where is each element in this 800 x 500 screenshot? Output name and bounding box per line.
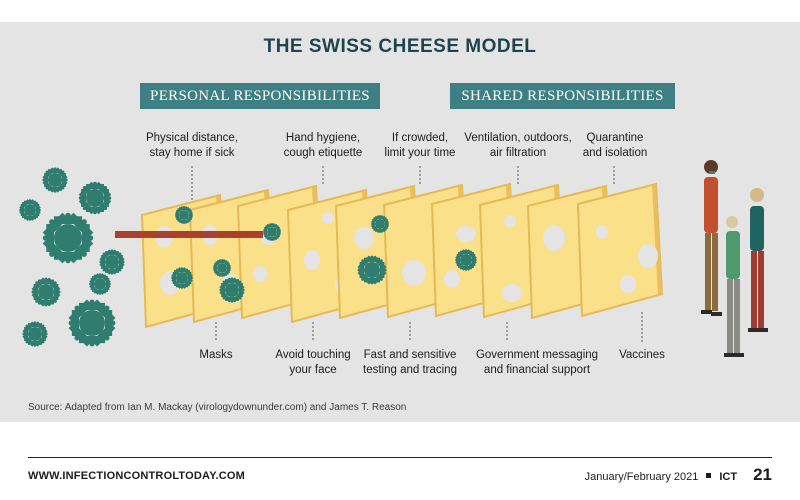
cheese-slices bbox=[141, 183, 663, 328]
label-line: limit your time bbox=[384, 147, 456, 159]
label-line: Avoid touching bbox=[275, 349, 351, 361]
label-line: Fast and sensitive bbox=[363, 349, 457, 361]
shared-responsibilities-header: SHARED RESPONSIBILITIES bbox=[450, 83, 675, 109]
label-line: Ventilation, outdoors, bbox=[464, 132, 572, 144]
label-quarantine: Quarantine and isolation bbox=[570, 131, 660, 161]
top-leader-lines bbox=[191, 166, 615, 200]
personal-responsibilities-header: PERSONAL RESPONSIBILITIES bbox=[140, 83, 380, 109]
label-line: Physical distance, bbox=[145, 132, 239, 144]
separator-square-icon bbox=[706, 473, 712, 478]
label-line: testing and tracing bbox=[363, 364, 457, 376]
label-line: and isolation bbox=[582, 147, 648, 159]
label-vaccines: Vaccines bbox=[608, 348, 676, 363]
page-title: THE SWISS CHEESE MODEL bbox=[263, 36, 537, 57]
label-testing: Fast and sensitive testing and tracing bbox=[352, 348, 468, 378]
label-line: cough etiquette bbox=[283, 147, 363, 159]
page-number: 21 bbox=[753, 465, 772, 484]
bottom-leader-lines bbox=[215, 312, 643, 342]
arrow-bar bbox=[115, 231, 263, 238]
label-line: air filtration bbox=[489, 147, 547, 159]
virus-cluster-icon bbox=[19, 167, 124, 346]
label-line: Masks bbox=[199, 349, 233, 361]
footer-issue-info: January/February 2021 ICT 21 bbox=[585, 465, 772, 485]
label-line: your face bbox=[289, 364, 337, 376]
label-line: Hand hygiene, bbox=[285, 132, 361, 144]
label-line: stay home if sick bbox=[149, 147, 235, 159]
people-illustration-icon bbox=[701, 160, 768, 357]
label-physical-distance: Physical distance, stay home if sick bbox=[130, 131, 254, 161]
label-hand-hygiene: Hand hygiene, cough etiquette bbox=[268, 131, 378, 161]
brand-label: ICT bbox=[719, 471, 738, 483]
footer-website-link[interactable]: WWW.INFECTIONCONTROLTODAY.COM bbox=[28, 470, 246, 482]
footer-divider bbox=[28, 457, 772, 458]
label-line: If crowded, bbox=[391, 132, 449, 144]
label-if-crowded: If crowded, limit your time bbox=[374, 131, 466, 161]
label-line: Government messaging bbox=[475, 349, 599, 361]
label-government: Government messaging and financial suppo… bbox=[468, 348, 606, 378]
label-line: Vaccines bbox=[619, 349, 665, 361]
top-margin bbox=[0, 0, 800, 22]
label-ventilation: Ventilation, outdoors, air filtration bbox=[456, 131, 580, 161]
label-line: and financial support bbox=[483, 364, 591, 376]
label-masks: Masks bbox=[180, 348, 252, 363]
label-line: Quarantine bbox=[586, 132, 644, 144]
source-note: Source: Adapted from Ian M. Mackay (viro… bbox=[28, 402, 407, 413]
issue-date: January/February 2021 bbox=[584, 471, 699, 483]
label-avoid-touching: Avoid touching your face bbox=[260, 348, 366, 378]
